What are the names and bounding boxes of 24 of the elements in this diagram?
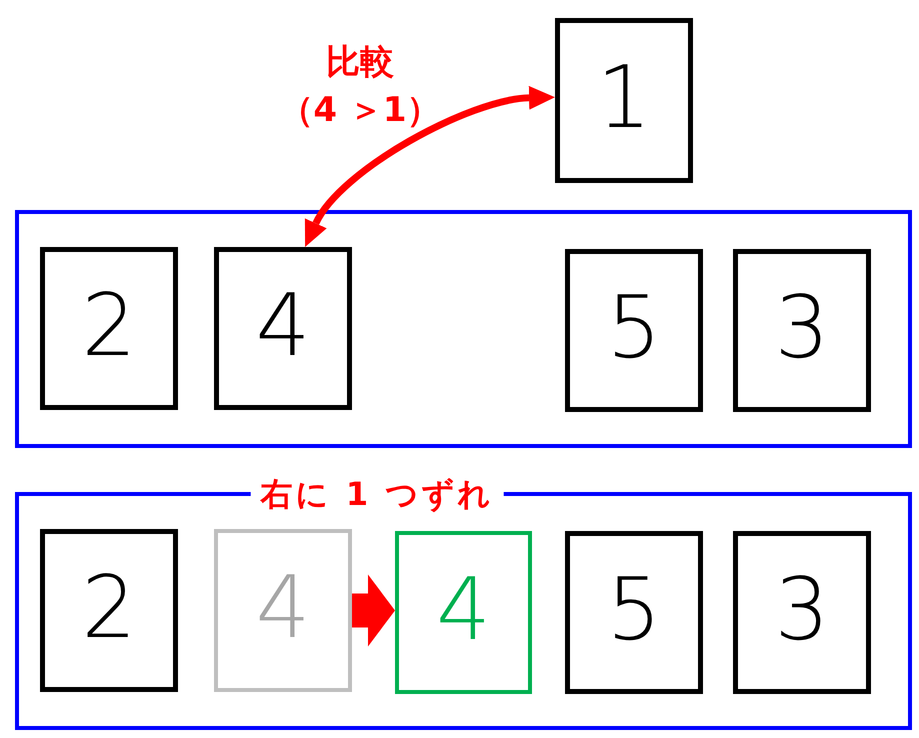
number-card: [733, 249, 871, 412]
number-label: 3: [774, 566, 830, 652]
number-label: 2: [82, 282, 136, 368]
number-card: [214, 247, 352, 410]
number-label: 5: [606, 566, 662, 652]
number-card: [555, 18, 693, 183]
number-card: [40, 529, 178, 692]
number-label: 4: [256, 282, 310, 368]
number-card: [395, 531, 532, 694]
number-card: [565, 531, 703, 694]
number-card: [565, 249, 703, 412]
number-label: 5: [606, 284, 662, 370]
number-label: 2: [82, 564, 136, 650]
number-label: 4: [256, 564, 310, 650]
number-label: 1: [596, 54, 652, 140]
number-label: 4: [436, 566, 491, 652]
number-card: [40, 247, 178, 410]
number-card: [214, 529, 352, 692]
curved-double-arrow: [302, 86, 555, 246]
edge-label: 比較（4 ＞1）: [279, 41, 441, 132]
array-frame: [15, 210, 912, 448]
number-label: 3: [774, 284, 830, 370]
block-arrow: [352, 574, 395, 646]
number-card: [733, 531, 871, 694]
